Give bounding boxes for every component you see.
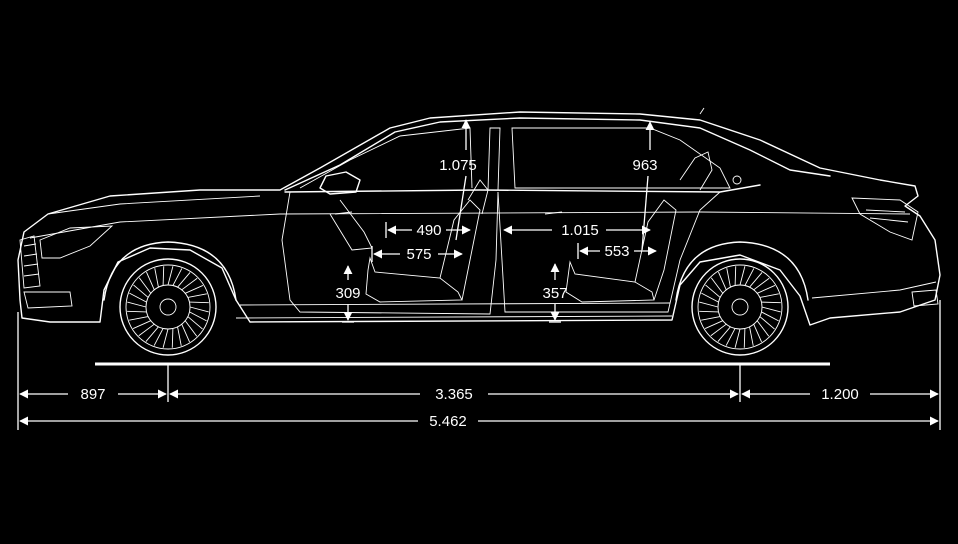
label-front-seat-height: 309 <box>335 285 360 302</box>
wheel-spoke <box>710 323 727 337</box>
dimension-rear-legroom-b: 553 <box>577 243 657 260</box>
wheel-spoke <box>171 328 174 348</box>
wheel-spoke <box>189 301 209 304</box>
label-rear-overhang: 1.200 <box>821 386 859 403</box>
label-rear-seat-height: 357 <box>542 285 567 302</box>
label-front-legroom-b: 575 <box>406 246 431 263</box>
wheel-spoke <box>744 268 755 286</box>
wheel-spoke <box>753 277 770 291</box>
wheel-spoke <box>761 311 779 322</box>
wheel-spoke <box>710 277 724 294</box>
wheel-spoke <box>749 272 763 288</box>
label-front-overhang: 897 <box>80 386 105 403</box>
wheel-spoke <box>129 316 149 321</box>
label-overall-length: 5.462 <box>429 413 467 430</box>
dimension-rear-overhang: 1.200 <box>741 386 939 403</box>
wheel-spoke <box>759 293 779 298</box>
wheel-spoke <box>734 266 737 286</box>
wheel-spoke <box>761 306 781 313</box>
dimension-rear-headroom: 963 <box>632 121 658 251</box>
wheel-spoke <box>138 277 152 294</box>
wheel-spoke <box>132 320 151 329</box>
wheel-spoke <box>127 301 147 308</box>
dimension-front-overhang: 897 <box>19 386 167 403</box>
dimension-front-headroom: 1.075 <box>439 119 477 241</box>
wheel-spoke <box>138 323 155 337</box>
wheel-spoke <box>701 316 721 321</box>
wheel-spoke <box>162 328 169 348</box>
wheel-spoke <box>187 293 207 298</box>
wheel-spoke <box>734 328 741 348</box>
wheel-spoke <box>726 268 731 288</box>
dimension-overall-length: 5.462 <box>19 413 939 430</box>
wheel-spoke <box>146 271 155 290</box>
wheel-spoke <box>153 328 164 346</box>
wheel-spoke <box>705 284 721 298</box>
wheel-spoke <box>749 326 754 346</box>
wheel-spoke <box>184 320 198 337</box>
wheel-spoke <box>177 272 191 288</box>
label-front-legroom-a: 490 <box>416 222 441 239</box>
wheel-spoke <box>704 320 723 329</box>
wheel-spoke <box>127 310 147 313</box>
wheel-spoke <box>725 328 736 346</box>
wheel-spoke <box>181 324 190 343</box>
dimension-rear-legroom-a: 1.015 <box>503 222 651 239</box>
label-wheelbase: 3.365 <box>435 386 473 403</box>
wheel-spoke <box>739 266 746 286</box>
wheel-spoke <box>756 320 770 337</box>
front-wheel <box>103 241 237 356</box>
wheel-spoke <box>759 316 775 330</box>
wheel-spoke <box>753 324 762 343</box>
dimension-wheelbase: 3.365 <box>169 386 739 403</box>
wheel-spoke <box>189 306 209 313</box>
dimension-front-legroom-b: 575 <box>371 246 463 263</box>
dimension-rear-seat-height: 357 <box>542 263 568 323</box>
wheel-spoke <box>187 316 203 330</box>
label-rear-legroom-a: 1.015 <box>561 222 599 239</box>
wheel-spoke <box>177 326 182 346</box>
wheel-spoke <box>761 301 781 304</box>
wheel-spoke <box>718 271 727 290</box>
wheel-spoke <box>133 284 149 298</box>
wheel-spoke <box>189 311 207 322</box>
rear-wheel <box>675 241 809 356</box>
wheel-spoke <box>145 326 159 342</box>
dimension-front-legroom-a: 490 <box>385 222 471 239</box>
dimension-front-seat-height: 309 <box>335 265 361 323</box>
wheel-spoke <box>699 310 719 313</box>
wheel-spoke <box>743 328 746 348</box>
wheel-spoke <box>129 292 147 303</box>
wheel-spoke <box>172 268 183 286</box>
wheel-spoke <box>185 285 204 294</box>
label-front-headroom: 1.075 <box>439 157 477 174</box>
label-rear-headroom: 963 <box>632 157 657 174</box>
extension-lines <box>17 300 941 430</box>
wheel-spoke <box>181 277 198 291</box>
label-rear-legroom-b: 553 <box>604 243 629 260</box>
wheel-spoke <box>717 326 731 342</box>
wheel-spoke <box>162 266 165 286</box>
wheel-spoke <box>757 285 776 294</box>
wheel-spoke <box>167 266 174 286</box>
wheel-spoke <box>154 268 159 288</box>
wheel-spoke <box>699 301 719 308</box>
wheel-spoke <box>701 292 719 303</box>
interior-seats <box>329 151 713 303</box>
